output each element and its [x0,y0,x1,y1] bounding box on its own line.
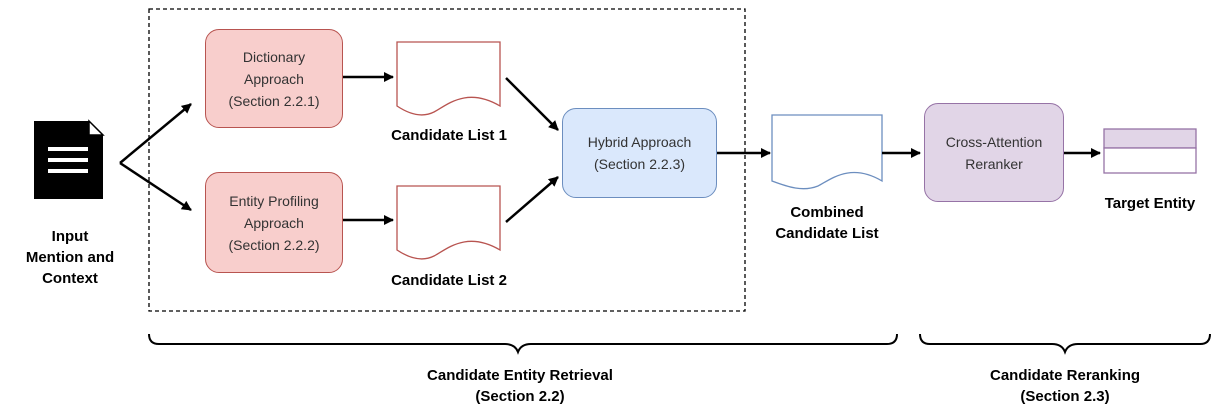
input-label-line-1: Input [51,228,89,245]
dictionary-approach-box: Dictionary Approach (Section 2.2.1) [205,29,343,128]
cross-attention-reranker-box: Cross-Attention Reranker [924,103,1064,202]
entity-profiling-line-2: Approach [244,214,304,231]
candidate-list-1-text: Candidate List 1 [391,127,507,144]
reranking-line-1: Candidate Reranking [989,367,1141,384]
retrieval-line-1: Candidate Entity Retrieval [427,367,613,384]
target-entity-icon [1103,128,1197,174]
target-entity-text: Target Entity [1104,195,1196,212]
candidate-list-2-text: Candidate List 2 [391,272,507,289]
arrow-list-2-to-hybrid [505,176,559,223]
hybrid-approach-line-1: Hybrid Approach [587,134,692,150]
combined-list-doc [771,114,883,190]
dictionary-approach-line-1: Dictionary [242,48,306,65]
arrow-list-1-to-hybrid [505,77,559,131]
arrow-input-to-profiling [119,161,192,212]
retrieval-line-2: (Section 2.2) [475,388,565,405]
combined-candidate-list-label: Combined Candidate List [752,202,902,244]
reranking-phase-brace [919,333,1211,355]
candidate-entity-retrieval-label: Candidate Entity Retrieval (Section 2.2) [390,365,650,407]
reranker-line-2: Reranker [965,155,1023,172]
entity-profiling-line-3: (Section 2.2.2) [228,236,320,253]
combined-line-1: Combined [790,204,864,221]
reranker-line-1: Cross-Attention [945,133,1043,150]
input-label: Input Mention and Context [20,226,120,289]
reranking-line-2: (Section 2.3) [1020,388,1110,405]
document-icon [34,119,105,199]
hybrid-approach-line-2: (Section 2.2.3) [593,156,686,172]
arrow-input-to-dictionary [119,103,192,164]
candidate-reranking-label: Candidate Reranking (Section 2.3) [960,365,1170,407]
combined-line-2: Candidate List [775,225,879,242]
input-label-line-3: Context [42,270,98,287]
retrieval-phase-brace [148,333,898,355]
entity-profiling-line-1: Entity Profiling [229,192,319,209]
candidate-list-2-label: Candidate List 2 [369,270,529,291]
dictionary-approach-line-3: (Section 2.2.1) [228,92,320,109]
hybrid-approach-box: Hybrid Approach (Section 2.2.3) [562,108,717,198]
input-label-line-2: Mention and [25,249,115,266]
entity-profiling-approach-box: Entity Profiling Approach (Section 2.2.2… [205,172,343,273]
candidate-list-1-label: Candidate List 1 [369,125,529,146]
dictionary-approach-line-2: Approach [244,70,304,87]
candidate-list-1-doc [396,41,501,116]
target-entity-label: Target Entity [1090,193,1210,214]
retrieval-region-border [148,8,746,312]
candidate-list-2-doc [396,185,501,260]
